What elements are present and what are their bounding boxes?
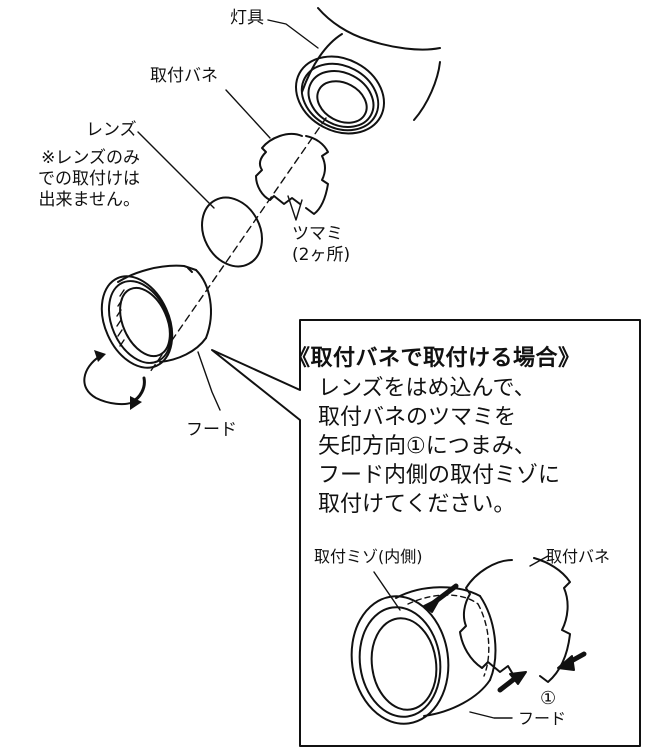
label-tabs: ツマミ (2ヶ所) — [292, 224, 350, 266]
label-detail-hood: フード — [518, 709, 567, 728]
tabs-line-2: (2ヶ所) — [292, 245, 351, 265]
callout-title: 《取付バネで取付ける場合》 — [288, 346, 581, 371]
callout-body-line-5: 取付けてください。 — [318, 492, 516, 517]
label-spring: 取付バネ — [150, 66, 218, 86]
detail-spring-clip — [459, 557, 571, 683]
hood-leader — [197, 351, 221, 411]
pinch-arrowhead-left — [509, 671, 527, 685]
groove-arrowhead — [423, 597, 441, 613]
center-axis — [149, 117, 327, 373]
callout-body: レンズをはめ込んで、 取付バネのツマミを 矢印方向①につまみ、 フード内側の取付… — [318, 374, 560, 519]
fixture-drawing — [295, 7, 441, 135]
detail-groove-leader — [373, 571, 401, 611]
callout-body-line-4: フード内側の取付ミゾに — [318, 463, 561, 488]
label-hood: フード — [186, 420, 237, 440]
fixture-leader — [267, 19, 319, 49]
label-detail-direction: ① — [540, 688, 557, 709]
callout-frame — [211, 319, 641, 747]
lens-note-line-1: ※レンズのみ — [41, 148, 140, 168]
lens-drawing — [201, 196, 263, 268]
label-lens-note: ※レンズのみ での取付けは 出来ません。 — [6, 148, 140, 211]
label-detail-groove: 取付ミゾ(内側) — [314, 547, 423, 566]
label-fixture: 灯具 — [230, 8, 264, 28]
pinch-arrowhead-right — [557, 655, 575, 671]
lens-leader — [137, 131, 215, 209]
hood-drawing — [100, 264, 212, 369]
tabs-line-1: ツマミ — [292, 224, 343, 244]
label-detail-spring: 取付バネ — [546, 547, 611, 566]
lens-note-line-3: 出来ません。 — [38, 190, 141, 210]
callout-body-line-1: レンズをはめ込んで、 — [318, 376, 536, 401]
detail-hood-leader — [469, 711, 513, 719]
spring-leader — [225, 89, 271, 139]
detail-spring-leader — [529, 555, 549, 567]
label-lens: レンズ — [86, 120, 137, 140]
callout-body-line-2: 取付バネのツマミを — [318, 405, 517, 430]
tabs-leader — [287, 195, 303, 221]
spring-clip-drawing — [255, 132, 329, 215]
rotation-arrow — [83, 350, 146, 410]
lens-note-line-2: での取付けは — [38, 169, 140, 189]
callout-body-line-3: 矢印方向①につまみ、 — [318, 434, 536, 459]
